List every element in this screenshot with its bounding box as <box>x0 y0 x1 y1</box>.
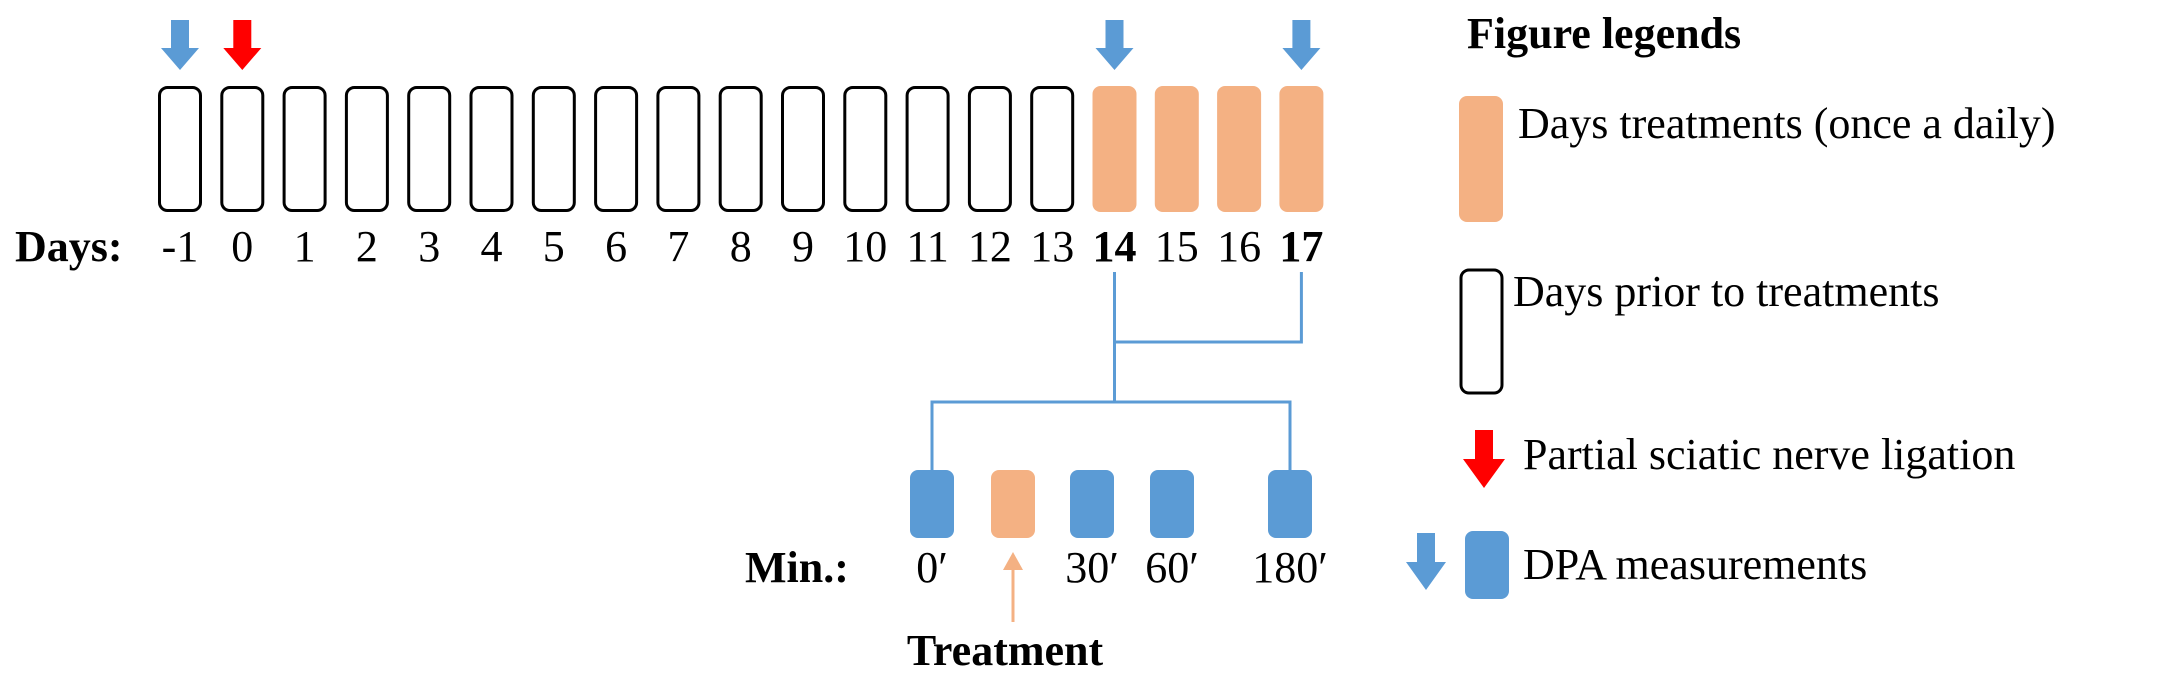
day-label: 5 <box>543 222 565 271</box>
legend-ligation-text: Partial sciatic nerve ligation <box>1523 430 2015 479</box>
legend-prior-swatch <box>1459 268 1504 395</box>
day-label: 3 <box>418 222 440 271</box>
day-label: 15 <box>1155 222 1199 271</box>
legend-treatment-text: Days treatments (once a daily) <box>1518 99 2056 148</box>
measurement-slot-box <box>1070 470 1114 538</box>
day-label: 6 <box>605 222 627 271</box>
day-label: 11 <box>906 222 948 271</box>
treatment-day-box <box>1217 86 1262 212</box>
measurement-slot-box <box>1268 470 1312 538</box>
minute-label: 0′ <box>916 543 948 592</box>
legend-title: Figure legends <box>1467 9 1741 58</box>
prior-day-box <box>594 86 639 212</box>
day-label: 13 <box>1030 222 1074 271</box>
legend-treatment-swatch <box>1459 96 1503 222</box>
treatment-day-box <box>1279 86 1324 212</box>
legend-ligation-arrow-icon <box>1463 430 1505 488</box>
day-label: 17 <box>1279 222 1323 271</box>
day-label: 2 <box>356 222 378 271</box>
measurement-arrow-icon <box>1095 20 1134 70</box>
prior-day-box <box>282 86 327 212</box>
prior-day-box <box>905 86 950 212</box>
day-label: 12 <box>968 222 1012 271</box>
day-label: -1 <box>162 222 199 271</box>
day-label: 4 <box>481 222 503 271</box>
ligation-arrow-icon <box>223 20 262 70</box>
day-label: 10 <box>843 222 887 271</box>
day-label: 8 <box>730 222 752 271</box>
day-label: 14 <box>1093 222 1137 271</box>
minutes-axis-label: Min.: <box>745 543 849 592</box>
minute-label: 180′ <box>1252 543 1328 592</box>
measurement-slot-box <box>910 470 954 538</box>
day-to-session-connector <box>930 272 1303 470</box>
prior-day-box <box>1030 86 1075 212</box>
legend-measurement-arrow-icon <box>1406 533 1446 590</box>
legend-prior-text: Days prior to treatments <box>1513 267 1939 316</box>
day-label: 1 <box>294 222 316 271</box>
treatment-slot-box <box>991 470 1035 538</box>
treatment-pointer-arrowhead-icon <box>1003 552 1023 570</box>
day-label: 16 <box>1217 222 1261 271</box>
day-label: 7 <box>667 222 689 271</box>
measurement-arrow-icon <box>1282 20 1321 70</box>
prior-day-box <box>407 86 452 212</box>
day-label: 0 <box>231 222 253 271</box>
prior-day-box <box>967 86 1012 212</box>
prior-day-box <box>843 86 888 212</box>
session-timeline: Min.: 0′ 30′ 60′ 180′ Treatment <box>745 470 1328 675</box>
prior-day-box <box>781 86 825 212</box>
session-bracket-line <box>930 400 1292 470</box>
prior-day-box <box>469 86 514 212</box>
treatment-day-box <box>1092 86 1137 212</box>
prior-day-box <box>220 86 265 212</box>
day-bracket-line <box>1113 272 1303 344</box>
prior-day-box <box>531 86 576 212</box>
treatment-label: Treatment <box>907 626 1104 675</box>
prior-day-box <box>344 86 389 212</box>
measurement-slot-box <box>1150 470 1194 538</box>
day-label: 9 <box>792 222 814 271</box>
days-axis-label: Days: <box>15 222 123 271</box>
minute-label: 60′ <box>1145 543 1199 592</box>
legend-measurement-swatch <box>1465 531 1509 599</box>
treatment-day-box <box>1154 86 1199 212</box>
prior-day-box <box>718 86 763 212</box>
legend-measurement-text: DPA measurements <box>1523 540 1867 589</box>
prior-day-box <box>656 86 701 212</box>
measurement-arrow-icon <box>161 20 199 70</box>
minute-label: 30′ <box>1065 543 1119 592</box>
prior-day-box <box>158 86 202 212</box>
